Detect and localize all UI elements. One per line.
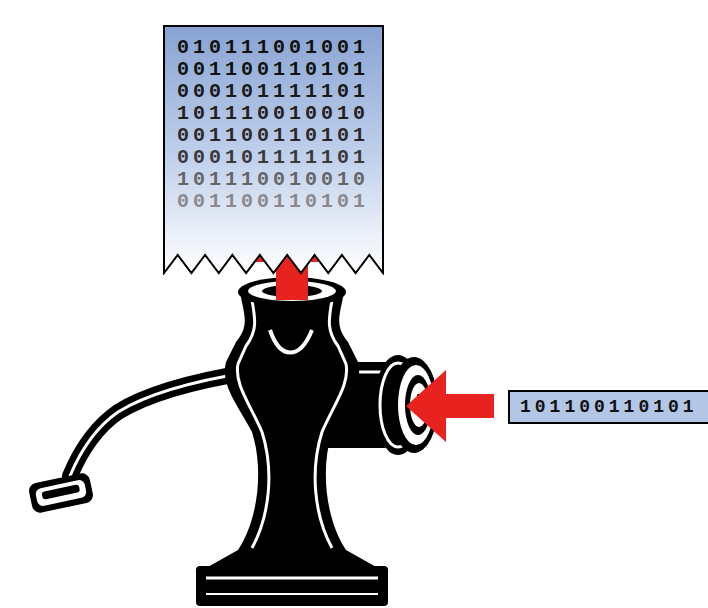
binary-row: 010111001001: [177, 37, 370, 59]
input-arrow: [406, 370, 494, 442]
binary-row: 101110010010: [177, 103, 370, 125]
binary-row: 101110010010: [177, 169, 370, 191]
binary-row: 101100110101: [520, 396, 698, 418]
binary-row: 001100110101: [177, 125, 370, 147]
binary-row: 000101111101: [177, 147, 370, 169]
input-strip: 101100110101: [508, 390, 708, 424]
grinder-body: [196, 277, 388, 606]
output-paper-strip: 0101110010010011001101010001011111011011…: [163, 25, 384, 275]
paper-shape: [164, 26, 383, 273]
crank-handle: [28, 372, 250, 514]
binary-row: 000101111101: [177, 81, 370, 103]
binary-row: 001100110101: [177, 191, 370, 213]
binary-row: 001100110101: [177, 59, 370, 81]
